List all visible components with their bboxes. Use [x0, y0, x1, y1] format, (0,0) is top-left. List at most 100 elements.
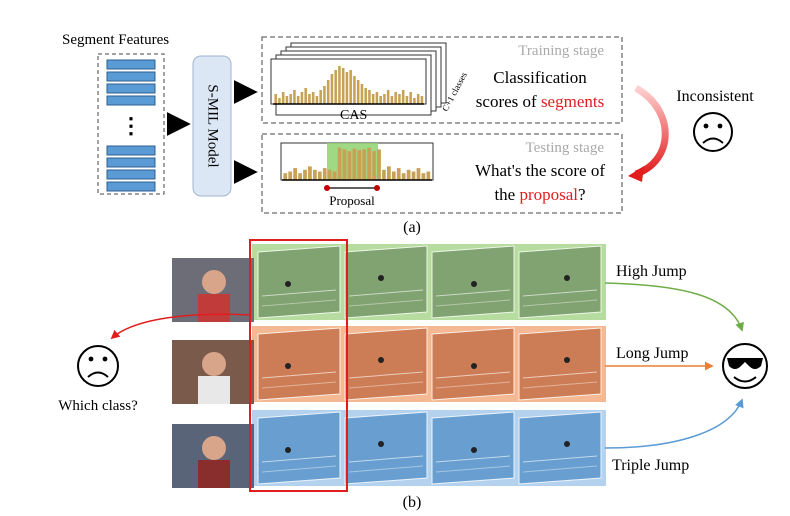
- segment-features-box: [97, 53, 165, 195]
- segment-frame: [518, 245, 602, 319]
- track-line: [522, 455, 598, 463]
- athlete-mark: [285, 363, 291, 369]
- class-label-high-jump: High Jump: [616, 263, 687, 280]
- track-line: [522, 465, 598, 473]
- track-line: [435, 299, 511, 307]
- athlete-mark: [564, 357, 570, 363]
- cas-bar: [308, 94, 311, 104]
- test-cas-bar: [317, 171, 322, 180]
- class-label-long-jump: Long Jump: [616, 345, 688, 362]
- training-stage-box: [261, 36, 623, 124]
- athlete-mark: [285, 447, 291, 453]
- track-line: [522, 299, 598, 307]
- cas-bar: [405, 96, 409, 104]
- cas-bar: [334, 70, 337, 104]
- segment-frame: [344, 327, 428, 401]
- cas-bar: [371, 94, 375, 104]
- cas-bar: [360, 84, 364, 104]
- actor-head: [202, 352, 226, 376]
- track-line: [348, 455, 424, 463]
- test-cas-bar: [357, 150, 362, 180]
- test-cas-bar: [426, 171, 431, 180]
- test-cas-bar: [387, 166, 391, 180]
- cas-bar: [281, 92, 285, 104]
- segment-frame: [344, 411, 428, 485]
- segments-word: segments: [541, 92, 604, 111]
- cas-bar: [349, 70, 352, 104]
- testing-cas-bars: [283, 147, 431, 180]
- segment-frame: [344, 245, 428, 319]
- scores-of-text: scores of: [476, 92, 541, 111]
- athlete-mark: [564, 441, 570, 447]
- segment-feature-stack: [106, 59, 156, 192]
- track-line: [435, 371, 511, 379]
- test-cas-bar: [313, 169, 317, 180]
- whats-line2: the proposal?: [494, 185, 585, 204]
- cas-bar: [341, 68, 345, 104]
- segment-features-label: Segment Features: [62, 32, 169, 48]
- confused-face-icon: [77, 345, 119, 387]
- cas-bar: [330, 74, 334, 104]
- test-cas-bar: [342, 149, 347, 180]
- track-line: [522, 289, 598, 297]
- cas-bar: [274, 94, 277, 104]
- test-cas-bar: [283, 173, 288, 180]
- test-cas-bar: [377, 149, 381, 180]
- athlete-mark: [471, 447, 477, 453]
- video-row: [172, 326, 606, 404]
- test-cas-bar: [421, 173, 426, 180]
- segment-feature-bar: [106, 157, 156, 168]
- inconsistent-label: Inconsistent: [676, 88, 754, 105]
- cas-bar: [345, 72, 349, 104]
- cas-bar: [296, 96, 300, 104]
- cas-bar: [289, 94, 292, 104]
- cas-bar: [278, 98, 281, 104]
- cas-bar: [416, 94, 420, 104]
- cas-bar: [375, 92, 379, 104]
- training-cas-bars: [274, 66, 424, 104]
- cas-bar: [368, 90, 371, 104]
- segment-feature-bar: [106, 59, 156, 70]
- segment-frame: [257, 327, 341, 401]
- segment-frame: [518, 411, 602, 485]
- test-cas-bar: [298, 173, 302, 180]
- cas-bar: [364, 88, 367, 104]
- test-cas-bar: [347, 151, 352, 180]
- cas-bar: [420, 96, 424, 104]
- athlete-mark: [285, 281, 291, 287]
- cas-bar: [413, 98, 416, 104]
- track-line: [261, 465, 337, 473]
- cas-bar: [394, 92, 397, 104]
- segment-frame: [257, 411, 341, 485]
- cas-bar: [304, 88, 307, 104]
- test-cas-bar: [362, 149, 367, 180]
- test-cas-bar: [391, 171, 396, 180]
- cas-bar: [300, 92, 304, 104]
- track-line: [435, 455, 511, 463]
- actor-body: [198, 376, 230, 404]
- arrow-triple-jump: [604, 398, 744, 449]
- test-cas-bar: [401, 173, 406, 180]
- track-line: [348, 371, 424, 379]
- test-cas-bar: [332, 171, 337, 180]
- actor-head: [202, 436, 226, 460]
- track-line: [522, 381, 598, 389]
- cas-bar: [293, 90, 296, 104]
- cas-bar: [356, 80, 360, 104]
- test-cas-bar: [327, 169, 332, 180]
- cas-bar: [326, 80, 330, 104]
- cas-bar: [311, 92, 315, 104]
- cas-bar: [338, 66, 341, 104]
- cas-bar: [386, 90, 390, 104]
- smil-model-box: [192, 55, 232, 197]
- cas-label: CAS: [340, 108, 367, 123]
- cas-bar: [319, 90, 322, 104]
- actor-body: [198, 460, 230, 488]
- class-label-triple-jump: Triple Jump: [612, 457, 689, 474]
- cas-bar: [383, 94, 386, 104]
- video-rows: [172, 244, 606, 488]
- ellipsis-icon: ⋮: [120, 113, 142, 138]
- proposal-end-dot: [374, 185, 380, 191]
- cas-bar: [409, 92, 412, 104]
- which-class-label: Which class?: [58, 398, 138, 414]
